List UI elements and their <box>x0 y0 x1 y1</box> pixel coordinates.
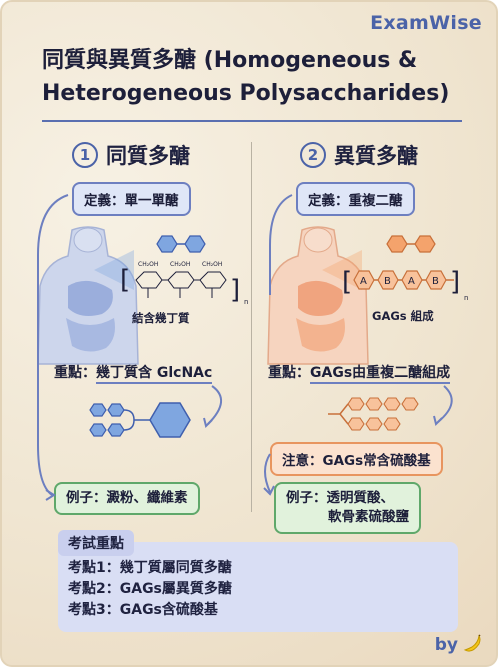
left-key-text: 幾丁質含 GlcNAc <box>96 365 213 384</box>
svg-text:[: [ <box>120 265 130 295</box>
column-divider <box>251 142 252 512</box>
right-example-line-1: 例子：透明質酸、 <box>286 490 394 506</box>
left-heading: 1 同質多醣 <box>72 140 190 170</box>
abab-chain-diagram: [ A B A B ] n <box>342 267 468 302</box>
right-heading-text: 異質多醣 <box>334 144 418 168</box>
right-number-badge: 2 <box>300 142 326 168</box>
left-illustration-label: 結含幾丁質 <box>132 311 190 325</box>
hexagon-pair-right <box>386 235 436 253</box>
svg-text:[: [ <box>342 267 352 297</box>
left-number-badge: 1 <box>72 142 98 168</box>
exam-point-2: 考點2：GAGs屬異質多醣 <box>68 581 232 597</box>
chem-subscript-n-left: n <box>244 298 248 306</box>
exam-points-box <box>58 542 458 632</box>
left-key-prefix: 重點： <box>54 365 96 381</box>
title-underline <box>42 120 462 122</box>
footer-by-text: by <box>434 635 458 655</box>
chain-letter-2: B <box>384 276 391 287</box>
torso-illustration-left <box>37 226 139 365</box>
zoom-triangle-right <box>322 250 362 290</box>
right-example-pill: 例子：透明質酸、 軟骨素硫酸鹽 <box>274 482 421 534</box>
svg-text:]: ] <box>230 275 240 305</box>
exam-points-list: 考點1：幾丁質屬同質多醣 考點2：GAGs屬異質多醣 考點3：GAGs含硫酸基 <box>68 558 232 621</box>
right-heading: 2 異質多醣 <box>300 140 418 170</box>
exam-point-1: 考點1：幾丁質屬同質多醣 <box>68 560 232 576</box>
exam-point-3: 考點3：GAGs含硫酸基 <box>68 602 218 618</box>
branched-chain-right <box>328 397 419 431</box>
banana-icon <box>463 634 481 652</box>
left-heading-text: 同質多醣 <box>106 144 190 168</box>
zoom-triangle-left <box>94 250 134 290</box>
chem-label-2: CH₂OH <box>170 261 190 268</box>
footer-credit: by <box>434 634 482 655</box>
right-example-line-2: 軟骨素硫酸鹽 <box>328 509 409 525</box>
chem-label-1: CH₂OH <box>138 261 158 268</box>
torso-illustration-right <box>267 226 369 365</box>
chain-letter-1: A <box>360 276 367 287</box>
chain-letter-3: A <box>408 276 415 287</box>
title-line-1: 同質與異質多醣 (Homogeneous & <box>42 48 418 73</box>
chitin-structure-diagram: [ ] CH₂OH CH₂OH CH₂OH n <box>120 261 248 306</box>
right-key-text: GAGs由重複二醣組成 <box>310 365 451 384</box>
exam-points-tag: 考試重點 <box>58 530 134 556</box>
right-key-point: 重點：GAGs由重複二醣組成 <box>268 362 451 384</box>
right-definition-pill: 定義：重複二醣 <box>296 182 415 216</box>
chem-subscript-n-right: n <box>464 294 468 302</box>
svg-text:]: ] <box>450 267 460 297</box>
page-title: 同質與異質多醣 (Homogeneous & Heterogeneous Pol… <box>42 44 462 110</box>
chain-letter-4: B <box>432 276 439 287</box>
right-key-prefix: 重點： <box>268 365 310 381</box>
brand-logo: ExamWise <box>370 12 482 34</box>
left-example-pill: 例子：澱粉、纖維素 <box>54 482 200 515</box>
left-key-point: 重點：幾丁質含 GlcNAc <box>54 362 213 384</box>
right-note-pill: 注意：GAGs常含硫酸基 <box>270 442 443 476</box>
title-line-2: Heterogeneous Polysaccharides) <box>42 81 450 106</box>
branched-chain-left <box>89 402 191 438</box>
hexagon-pair-left <box>156 235 206 253</box>
right-illustration-label: GAGs 組成 <box>372 309 434 323</box>
left-definition-pill: 定義：單一單醣 <box>72 182 191 216</box>
chem-label-3: CH₂OH <box>202 261 222 268</box>
